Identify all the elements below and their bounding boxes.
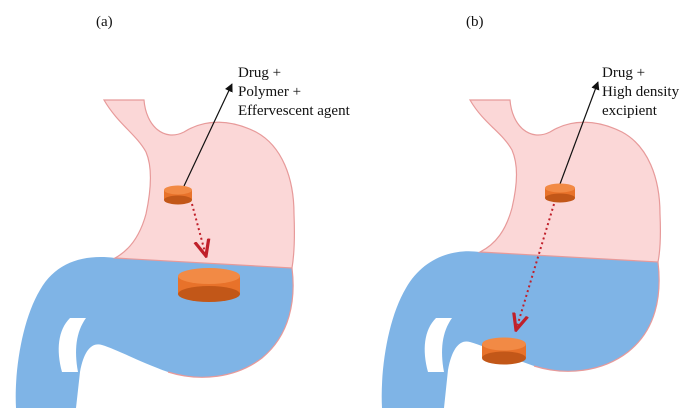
panel-b — [382, 82, 661, 408]
gastric-fluid-b — [382, 251, 659, 408]
panel-label-b: (b) — [466, 14, 484, 31]
stomach-upper-b — [470, 100, 660, 262]
panel-label-a: (a) — [96, 14, 113, 31]
tablet-icon — [178, 268, 240, 302]
annotation-b: Drug + High density excipient — [602, 64, 679, 121]
annotation-line: Polymer + — [238, 83, 350, 102]
annotation-a: Drug + Polymer + Effervescent agent — [238, 64, 350, 121]
tablet-icon — [164, 186, 192, 205]
tablet-icon — [545, 184, 575, 203]
annotation-line: Drug + — [602, 64, 679, 83]
annotation-line: High density — [602, 83, 679, 102]
annotation-line: Drug + — [238, 64, 350, 83]
panel-a — [16, 84, 295, 408]
annotation-line: Effervescent agent — [238, 102, 350, 121]
tablet-icon — [482, 338, 526, 365]
gastric-fluid-a — [16, 257, 293, 408]
stomach-upper-a — [104, 100, 294, 268]
annotation-line: excipient — [602, 102, 679, 121]
